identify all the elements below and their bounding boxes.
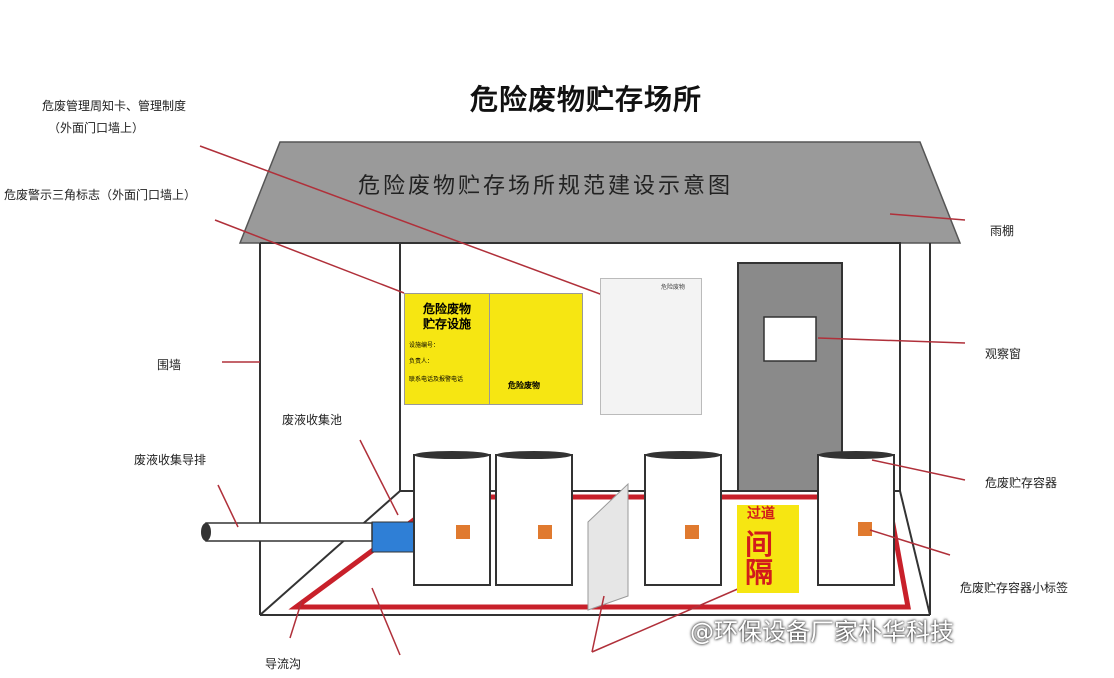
diagram-title: 危险废物贮存场所 (470, 83, 703, 116)
storage-container-4 (817, 451, 895, 586)
label-leachate-pool: 废液收集池 (282, 413, 343, 427)
observation-window (763, 316, 817, 362)
triangle-sign-caption: 危险废物 (508, 381, 540, 390)
leachate-pipe (205, 522, 373, 542)
sign-line-2: 负责人： (409, 358, 434, 365)
storage-facility-sign-heading: 危险废物 贮存设施 (423, 302, 472, 331)
label-canopy: 雨棚 (990, 224, 1015, 238)
label-notice-card: 危废管理周知卡、管理制度 (42, 99, 187, 113)
partition-sign-line1: 过道 (747, 506, 775, 522)
roof-caption: 危险废物贮存场所规范建设示意图 (358, 174, 734, 199)
label-enclosure-wall: 围墙 (157, 358, 182, 372)
management-notice-board: 危险废物 (600, 278, 702, 415)
partition-sign-line2: 间隔 (745, 528, 774, 589)
label-diversion-ditch: 导流沟 (265, 657, 302, 671)
notice-board-heading: 危险废物 (661, 284, 686, 291)
storage-container-3 (644, 451, 722, 586)
label-observation-window: 观察窗 (985, 347, 1022, 361)
partition-board (587, 482, 629, 611)
storage-facility-sign: 危险废物 贮存设施 设施编号： 负责人： 联系电话及报警电话 (404, 293, 490, 405)
label-storage-container: 危废贮存容器 (985, 476, 1058, 490)
storage-container-1 (413, 451, 491, 586)
label-leachate-pipe: 废液收集导排 (134, 453, 207, 467)
aisle-partition-sign: 过道 间隔 (737, 505, 799, 593)
label-warning-sign: 危废警示三角标志（外面门口墙上） (4, 188, 197, 202)
label-notice-card-location: （外面门口墙上） (48, 121, 145, 135)
storage-container-2 (495, 451, 573, 586)
sign-line-1: 设施编号： (409, 342, 440, 349)
watermark: @环保设备厂家朴华科技 (690, 618, 954, 646)
diversion-ditch (288, 494, 911, 610)
hazard-triangle-sign: 危险废物 (489, 293, 583, 405)
label-container-tag: 危废贮存容器小标签 (960, 581, 1069, 595)
sign-line-3: 联系电话及报警电话 (409, 376, 464, 383)
